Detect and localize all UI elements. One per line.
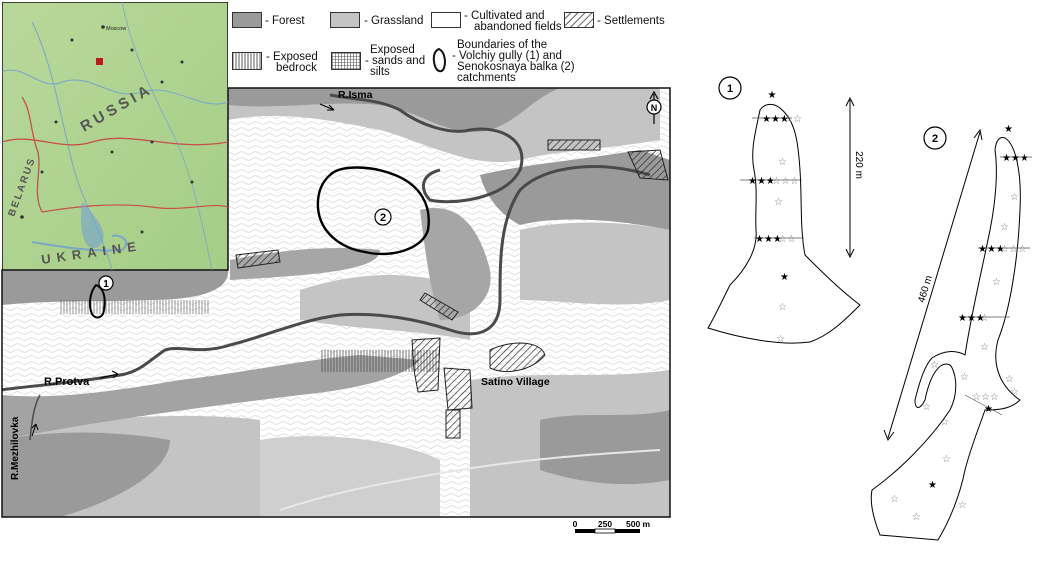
forest-swatch — [232, 12, 262, 28]
svg-text:★★★: ★★★ — [762, 114, 789, 125]
bedrock-label-1: - Exposed — [266, 51, 318, 63]
svg-text:☆: ☆ — [992, 277, 1001, 288]
diagram-1-number: 1 — [727, 83, 733, 95]
river-mezhilovka-label: R.Mezhilovka — [10, 416, 21, 480]
north-arrow-icon: N — [646, 90, 662, 124]
river-protva-label: R.Protva — [44, 376, 90, 388]
boundary-label-3: Senokosnaya balka (2) — [457, 61, 575, 73]
svg-text:☆: ☆ — [922, 402, 931, 413]
inset-moscow-label: Moscow — [106, 26, 126, 32]
svg-text:★★★: ★★★ — [958, 313, 985, 324]
study-area-marker — [96, 58, 103, 65]
diagram-1-length: 220 m — [853, 151, 864, 179]
river-isma-label: R.Isma — [338, 89, 373, 101]
bedrock-label-2: bedrock — [276, 62, 317, 74]
svg-text:☆: ☆ — [980, 342, 989, 353]
svg-text:★★★: ★★★ — [755, 234, 782, 245]
svg-text:☆☆☆: ☆☆☆ — [772, 176, 799, 187]
svg-text:★: ★ — [780, 272, 789, 283]
svg-text:★★★: ★★★ — [748, 176, 775, 187]
main-map: 2 1 R.Isma R.Protva R.Mezhilovka Satino … — [1, 87, 671, 534]
sands-swatch — [331, 52, 361, 70]
sands-label-1: Exposed — [370, 44, 415, 56]
svg-text:☆: ☆ — [778, 157, 787, 168]
settlements-label: - Settlements — [597, 15, 665, 27]
scale-tick-250: 250 — [598, 519, 612, 529]
svg-text:☆: ☆ — [960, 372, 969, 383]
cultivated-label-1: - Cultivated and — [464, 10, 545, 22]
boundary-label-2: - Volchiy gully (1) and — [452, 50, 562, 62]
svg-text:☆: ☆ — [1005, 374, 1014, 385]
diagram-2-number: 2 — [932, 133, 938, 145]
svg-text:☆: ☆ — [1000, 222, 1009, 233]
settlements-swatch — [564, 12, 594, 28]
svg-text:★: ★ — [928, 480, 937, 491]
boundary-label-4: catchments — [457, 72, 516, 84]
gully-diagram-2: 2 460 m ★ ★★★☆ ★★★☆☆☆ ★★★☆ ☆☆☆★ ☆ ☆ ☆ ☆ … — [870, 124, 1032, 541]
svg-text:☆: ☆ — [1010, 387, 1019, 398]
svg-text:☆: ☆ — [930, 360, 939, 371]
north-label: N — [651, 103, 658, 113]
bedrock-swatch — [232, 52, 262, 70]
sands-label-3: silts — [370, 66, 390, 78]
svg-text:☆: ☆ — [1010, 192, 1019, 203]
village-label: Satino Village — [481, 376, 550, 388]
catchment-1-marker — [98, 275, 114, 291]
svg-text:☆: ☆ — [778, 302, 787, 313]
grassland-swatch — [330, 12, 360, 28]
svg-text:★: ★ — [768, 90, 777, 101]
svg-text:☆: ☆ — [776, 334, 785, 345]
sands-label-2: - sands and — [365, 55, 426, 67]
cultivated-swatch — [431, 12, 461, 28]
boundary-label-1: Boundaries of the — [457, 39, 548, 51]
svg-text:☆: ☆ — [942, 454, 951, 465]
svg-text:★★★: ★★★ — [978, 244, 1005, 255]
catchment-2-number: 2 — [380, 212, 386, 224]
inset-map: Moscow RUSSIA UKRAINE BELARUS — [2, 2, 228, 270]
svg-text:★★★: ★★★ — [1002, 153, 1029, 164]
cultivated-label-2: abandoned fields — [474, 21, 562, 33]
svg-text:☆: ☆ — [1020, 153, 1029, 164]
svg-text:☆: ☆ — [774, 197, 783, 208]
svg-text:★: ★ — [984, 404, 993, 415]
svg-text:☆: ☆ — [890, 494, 899, 505]
svg-text:☆: ☆ — [980, 313, 989, 324]
svg-text:★: ★ — [1004, 124, 1013, 135]
forest-label: - Forest — [265, 15, 305, 27]
catchment-1-number: 1 — [103, 279, 109, 290]
grassland-label: - Grassland — [364, 15, 424, 27]
diagram-2-length: 460 m — [916, 274, 935, 304]
scale-tick-0: 0 — [573, 519, 578, 529]
svg-text:☆☆: ☆☆ — [784, 114, 802, 125]
svg-text:☆☆: ☆☆ — [778, 234, 796, 245]
svg-text:☆☆☆: ☆☆☆ — [972, 392, 999, 403]
svg-text:☆☆☆: ☆☆☆ — [1000, 244, 1027, 255]
boundary-swatch — [432, 47, 446, 73]
gully-diagram-1: 1 220 m ★ ★★★☆☆ ★★★☆☆☆ ★★★☆☆ ☆ ☆ ★ ☆ ☆ — [707, 76, 864, 345]
svg-text:☆: ☆ — [940, 417, 949, 428]
svg-text:☆: ☆ — [958, 500, 967, 511]
scale-tick-500: 500 m — [626, 519, 651, 529]
svg-text:☆: ☆ — [912, 512, 921, 523]
scale-bar: 0 250 500 m — [573, 519, 651, 534]
catchment-2-marker — [374, 208, 392, 226]
